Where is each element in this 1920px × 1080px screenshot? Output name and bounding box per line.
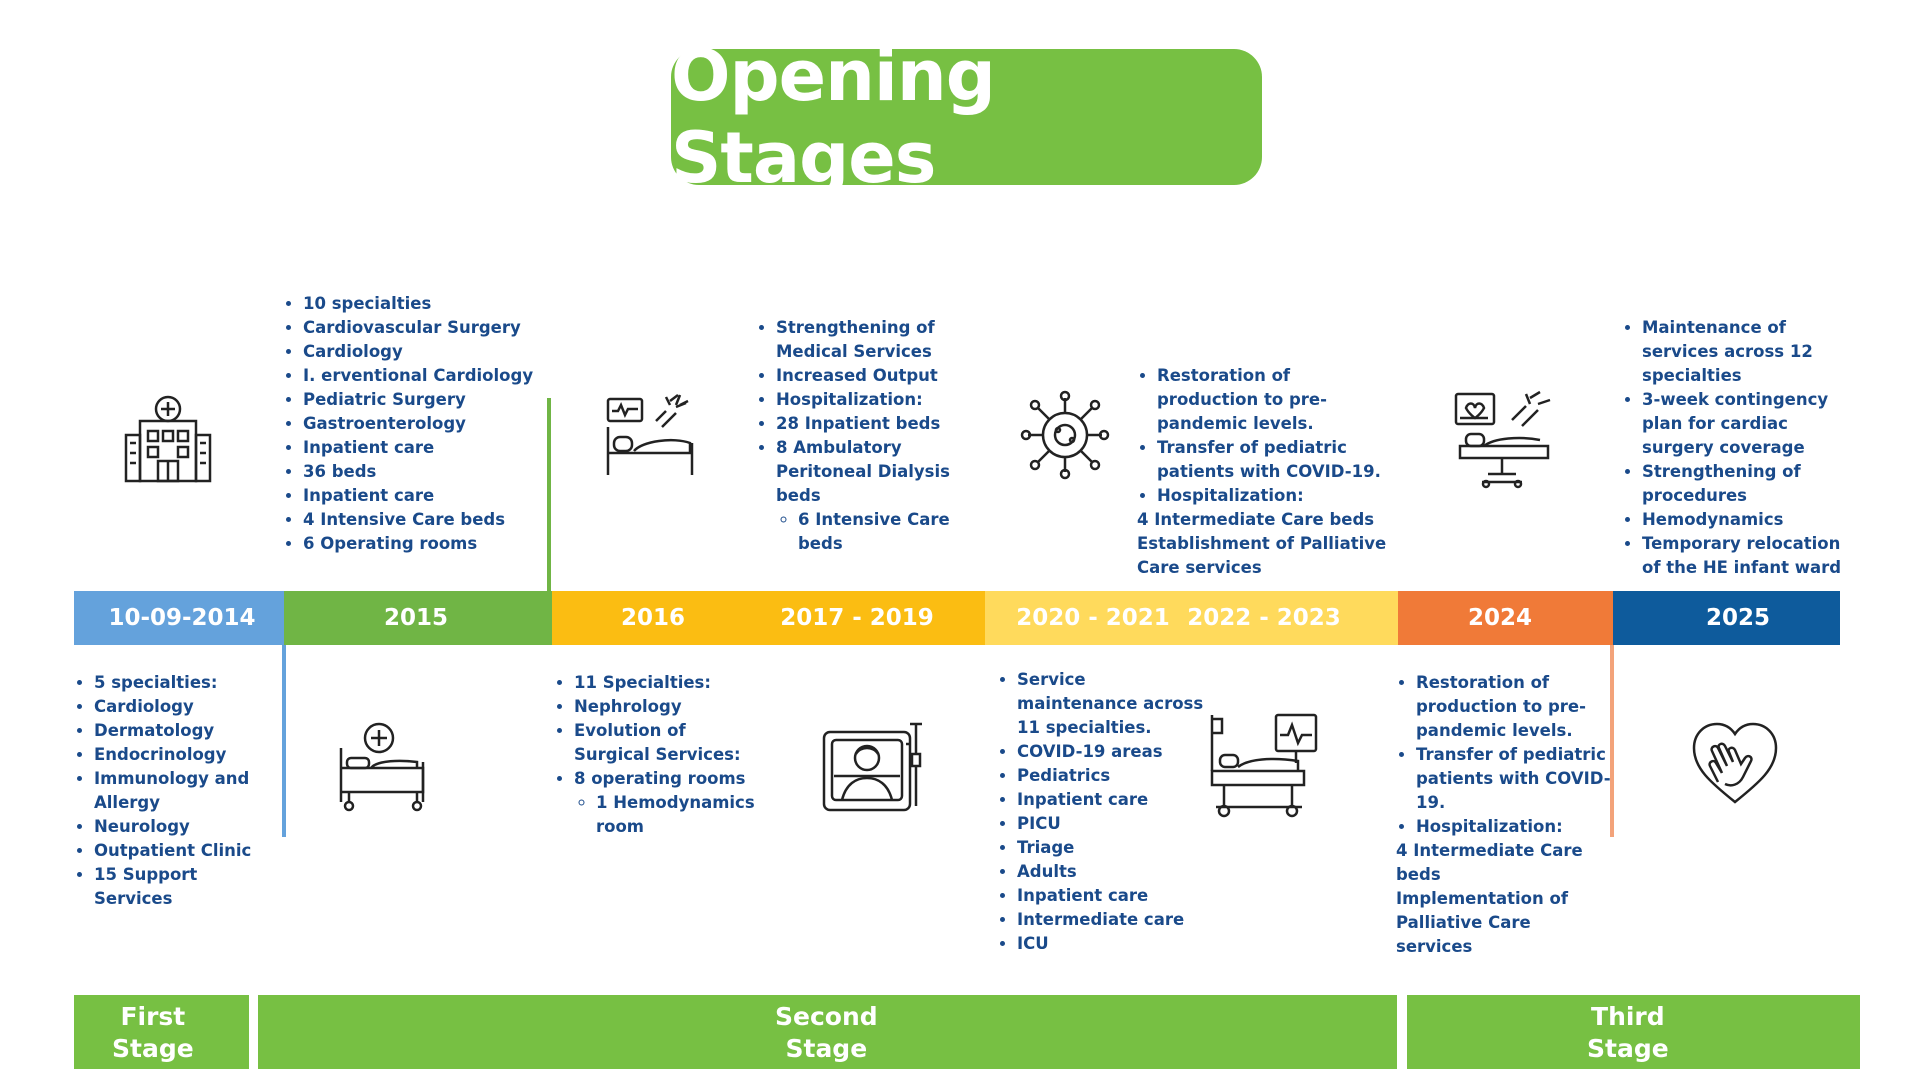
note-list-item: Hemodynamics xyxy=(1642,508,1852,532)
stage-label: Second Stage xyxy=(775,1002,878,1063)
note-list-item: Immunology and Allergy xyxy=(94,767,279,815)
note-list-item: Evolution of Surgical Services: xyxy=(574,719,764,767)
note-list-item: 8 operating rooms xyxy=(574,767,764,791)
notes-2024: Restoration of production to pre-pandemi… xyxy=(1396,671,1611,959)
timeline-label: 2024 xyxy=(1467,605,1533,631)
timeline-segment-2016-2019: 2016 2017 - 2019 xyxy=(552,591,985,645)
note-list-item: Dermatology xyxy=(94,719,279,743)
note-list-item: 6 Intensive Care beds xyxy=(798,508,956,556)
icu-bed-monitor-icon xyxy=(1208,711,1320,821)
patient-in-bed-icon xyxy=(820,714,935,814)
notes-2015: 10 specialtiesCardiovascular SurgeryCard… xyxy=(283,292,548,556)
note-list-item: ICU xyxy=(1017,932,1207,956)
timeline-label: 10-09-2014 xyxy=(108,605,256,631)
note-list-item: Pediatric Surgery xyxy=(303,388,548,412)
note-list-item: 6 Intensive Care beds xyxy=(776,508,956,556)
note-list-item: I. erventional Cardiology xyxy=(303,364,548,388)
note-list-item: 5 specialties: xyxy=(94,671,279,695)
timeline-segment-2015: 2015 xyxy=(284,591,552,645)
note-list-item: Gastroenterology xyxy=(303,412,548,436)
timeline-segment-2014: 10-09-2014 xyxy=(74,591,284,645)
connector-line-2014 xyxy=(282,645,286,837)
note-list-item: 36 beds xyxy=(303,460,548,484)
note-list-item: Nephrology xyxy=(574,695,764,719)
note-list-item: Endocrinology xyxy=(94,743,279,767)
hospital-bed-icon xyxy=(335,718,430,813)
virus-icon xyxy=(1020,390,1110,480)
note-list-item: 11 Specialties: xyxy=(574,671,764,695)
note-list-item: 4 Intensive Care beds xyxy=(303,508,548,532)
note-list-item: 3-week contingency plan for cardiac surg… xyxy=(1642,388,1852,460)
note-list-item: Maintenance of services across 12 specia… xyxy=(1642,316,1852,388)
note-list-item: Hospitalization: xyxy=(776,388,956,412)
stage-second: Second Stage xyxy=(258,995,1397,1069)
note-list-item: 15 Support Services xyxy=(94,863,279,911)
note-list-item: Restoration of production to pre-pandemi… xyxy=(1416,671,1611,743)
page-title: Opening Stages xyxy=(671,35,996,199)
note-list-item: Outpatient Clinic xyxy=(94,839,279,863)
note-list-item: 1 Hemodynamics room xyxy=(574,791,764,839)
note-list-item: Strengthening of procedures xyxy=(1642,460,1852,508)
note-list-item: Transfer of pediatric patients with COVI… xyxy=(1416,743,1611,815)
stage-label: Third Stage xyxy=(1587,1002,1669,1063)
note-list-item: Cardiology xyxy=(303,340,548,364)
note-list-item: Inpatient care xyxy=(1017,788,1207,812)
bed-monitor-shower-icon xyxy=(604,393,696,478)
note-list-item: Strengthening of Medical Services xyxy=(776,316,956,364)
timeline-label: 2020 - 2021 xyxy=(1016,605,1170,631)
note-list-item: 6 Operating rooms xyxy=(303,532,548,556)
note-list-item: Inpatient care xyxy=(303,436,548,460)
connector-line-2024 xyxy=(1610,645,1614,837)
note-list-item: PICU xyxy=(1017,812,1207,836)
timeline-segment-2024: 2024 xyxy=(1398,591,1613,645)
notes-2020-2021: Service maintenance across 11 specialtie… xyxy=(997,668,1207,956)
note-list-item: Hospitalization: xyxy=(1416,815,1611,839)
note-list-item: Increased Output xyxy=(776,364,956,388)
notes-2025: Maintenance of services across 12 specia… xyxy=(1622,316,1852,580)
note-list-item: Cardiology xyxy=(94,695,279,719)
note-plain: 4 Intermediate Care beds xyxy=(1396,841,1583,884)
timeline-label: 2017 - 2019 xyxy=(780,605,934,631)
note-list-item: Inpatient care xyxy=(303,484,548,508)
note-list-item: Pediatrics xyxy=(1017,764,1207,788)
note-list-item: 28 Inpatient beds xyxy=(776,412,956,436)
timeline-label: 2025 xyxy=(1705,605,1771,631)
note-list-item: 8 Ambulatory Peritoneal Dialysis beds xyxy=(776,436,956,508)
notes-2017-2019: Strengthening of Medical ServicesIncreas… xyxy=(756,316,956,556)
note-list-item: Intermediate care xyxy=(1017,908,1207,932)
note-list-item: Temporary relocation of the HE infant wa… xyxy=(1642,532,1852,580)
connector-line-2015 xyxy=(547,398,551,591)
timeline-segment-2025: 2025 xyxy=(1613,591,1840,645)
timeline-label: 2015 xyxy=(383,605,449,631)
note-list-item: Restoration of production to pre-pandemi… xyxy=(1157,364,1387,436)
note-list-item: Hospitalization: xyxy=(1157,484,1387,508)
notes-2016: 11 Specialties:NephrologyEvolution of Su… xyxy=(554,671,764,839)
note-list-item: Transfer of pediatric patients with COVI… xyxy=(1157,436,1387,484)
note-list-item: Adults xyxy=(1017,860,1207,884)
timeline-label: 2016 xyxy=(620,605,686,631)
note-list-item: Service maintenance across 11 specialtie… xyxy=(1017,668,1207,740)
notes-2022-2023: Restoration of production to pre-pandemi… xyxy=(1137,364,1387,580)
timeline-label: 2022 - 2023 xyxy=(1187,605,1341,631)
note-plain: 4 Intermediate Care beds xyxy=(1137,510,1375,529)
note-list-item: 10 specialties xyxy=(303,292,548,316)
hospital-building-icon xyxy=(122,393,214,485)
surgery-table-icon xyxy=(1452,390,1557,490)
timeline-segment-2020-2023: 2020 - 2021 2022 - 2023 xyxy=(985,591,1398,645)
stage-first: First Stage xyxy=(74,995,249,1069)
note-list-item: Triage xyxy=(1017,836,1207,860)
note-list-item: Cardiovascular Surgery xyxy=(303,316,548,340)
stage-third: Third Stage xyxy=(1407,995,1860,1069)
notes-2014: 5 specialties:CardiologyDermatology Endo… xyxy=(74,671,279,911)
note-list-item: COVID-19 areas xyxy=(1017,740,1207,764)
heart-hand-icon xyxy=(1690,720,1780,810)
note-list-item: Neurology xyxy=(94,815,279,839)
note-list-item: 1 Hemodynamics room xyxy=(596,791,764,839)
note-plain: Implementation of Palliative Care servic… xyxy=(1396,889,1569,956)
note-list-item: Inpatient care xyxy=(1017,884,1207,908)
stage-label: First Stage xyxy=(112,1002,194,1063)
note-plain: Establishment of Palliative Care service… xyxy=(1137,534,1387,577)
title-banner: Opening Stages xyxy=(671,35,1262,199)
